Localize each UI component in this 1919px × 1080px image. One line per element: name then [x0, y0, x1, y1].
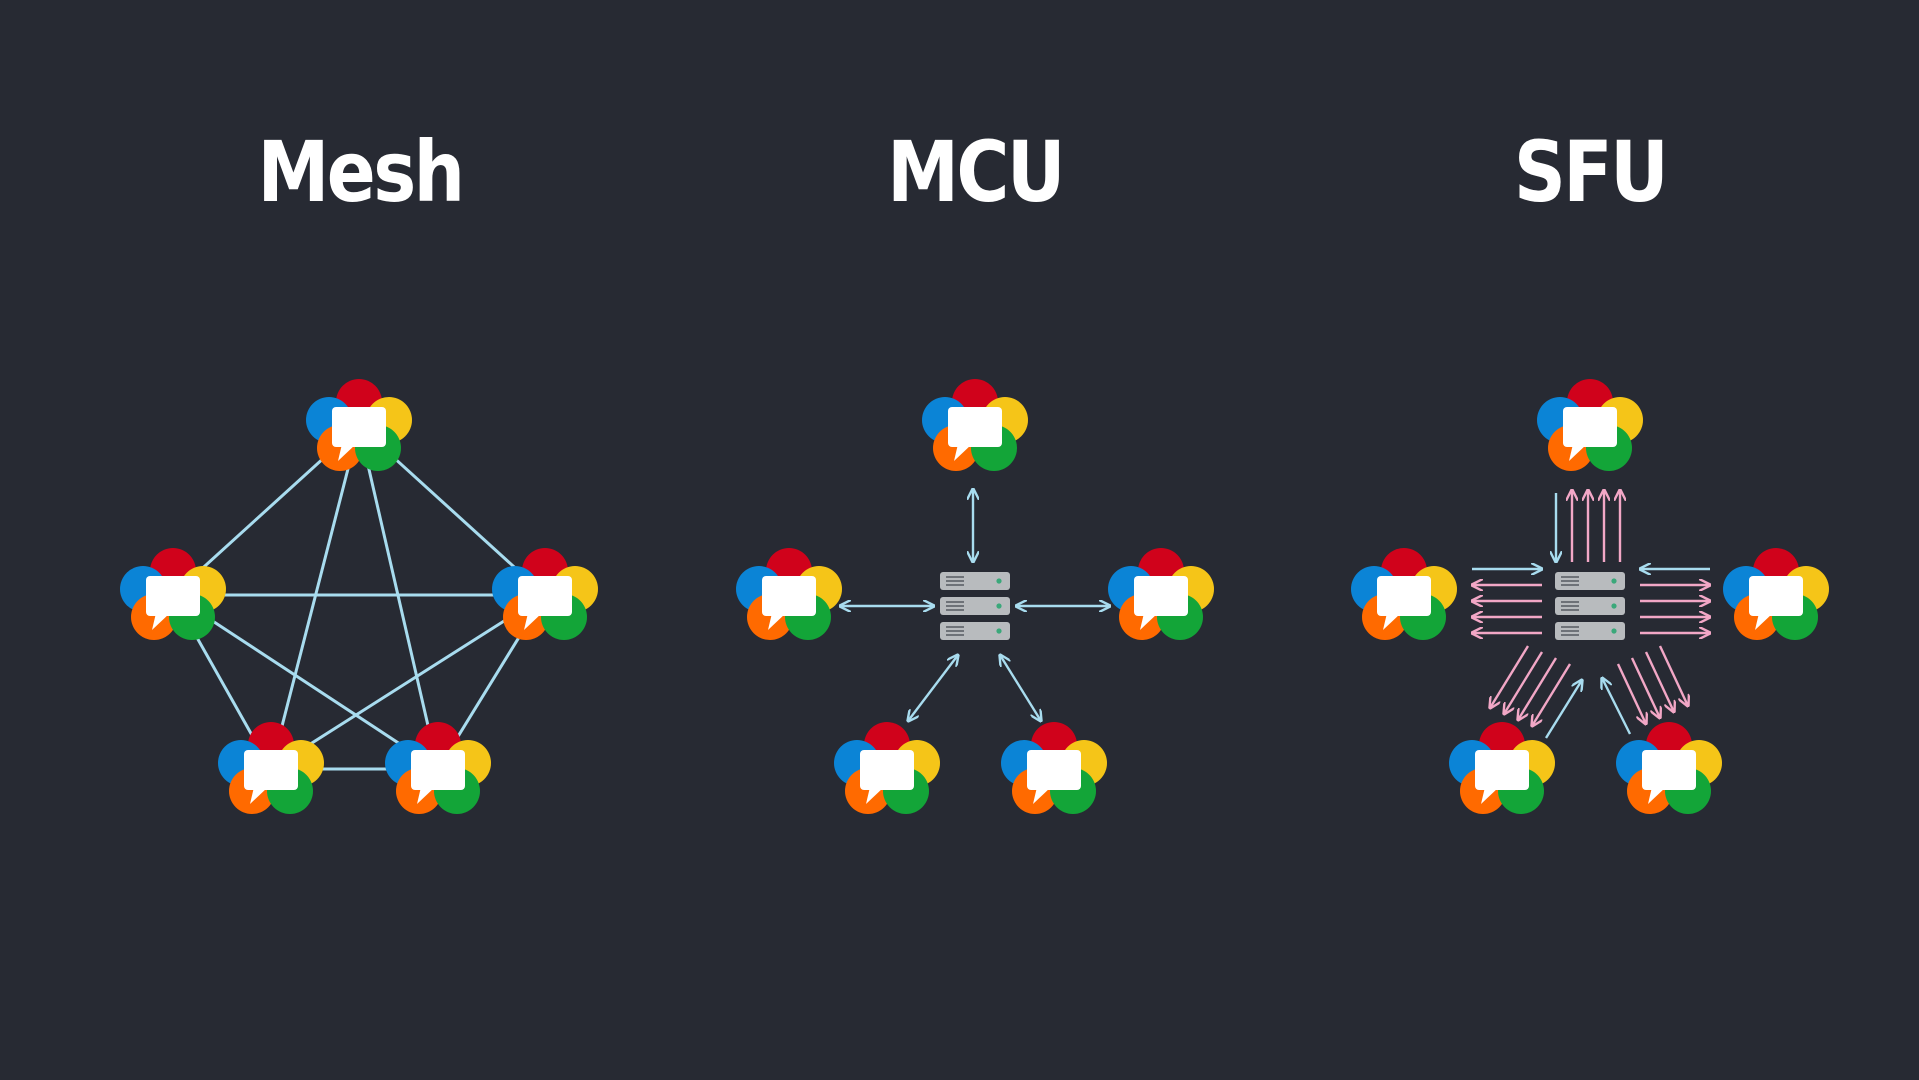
- webrtc-logo-icon: [120, 548, 226, 640]
- webrtc-logo-icon: [306, 379, 412, 471]
- sfu-downstream-arrow: [1658, 645, 1688, 706]
- sfu-downstream-arrow: [1490, 645, 1530, 708]
- sfu-title: SFU: [1513, 123, 1669, 221]
- webrtc-logo-icon: [736, 548, 842, 640]
- webrtc-logo-icon: [922, 379, 1028, 471]
- server-rack-icon: [940, 572, 1010, 640]
- sfu-diagram: [1351, 379, 1829, 814]
- webrtc-logo-icon: [1001, 722, 1107, 814]
- sfu-upstream-arrow: [1602, 678, 1632, 735]
- mesh-link: [357, 425, 440, 770]
- webrtc-logo-icon: [492, 548, 598, 640]
- mesh-link: [172, 593, 439, 771]
- mesh-link: [270, 593, 546, 771]
- mcu-link-arrow: [908, 655, 958, 721]
- mcu-diagram: [736, 379, 1214, 814]
- sfu-downstream-arrow: [1518, 657, 1558, 720]
- mcu-link-arrow: [1000, 655, 1041, 721]
- webrtc-logo-icon: [385, 722, 491, 814]
- mcu-title: MCU: [887, 123, 1065, 221]
- sfu-downstream-arrow: [1630, 657, 1660, 718]
- sfu-upstream-arrow: [1544, 680, 1582, 739]
- webrtc-logo-icon: [1351, 548, 1457, 640]
- sfu-downstream-arrow: [1532, 663, 1572, 726]
- webrtc-logo-icon: [1449, 722, 1555, 814]
- server-rack-icon: [1555, 572, 1625, 640]
- mesh-diagram: [120, 379, 598, 814]
- webrtc-logo-icon: [1537, 379, 1643, 471]
- webrtc-logo-icon: [218, 722, 324, 814]
- sfu-downstream-arrow: [1616, 663, 1646, 724]
- webrtc-logo-icon: [1723, 548, 1829, 640]
- sfu-downstream-arrow: [1644, 651, 1674, 712]
- webrtc-logo-icon: [834, 722, 940, 814]
- webrtc-logo-icon: [1616, 722, 1722, 814]
- mesh-link: [269, 425, 361, 770]
- webrtc-logo-icon: [1108, 548, 1214, 640]
- sfu-downstream-arrow: [1504, 651, 1544, 714]
- mesh-title: Mesh: [257, 123, 465, 221]
